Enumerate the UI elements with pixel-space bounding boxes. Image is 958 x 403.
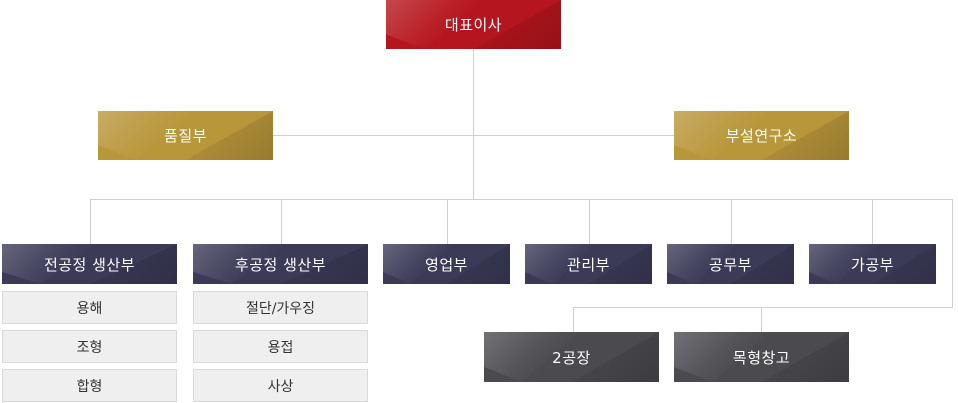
research-institute-label: 부설연구소 — [725, 127, 798, 145]
sub-unit-box: 용해 — [2, 291, 177, 324]
quality-dept-label: 품질부 — [164, 127, 207, 145]
connector-line — [272, 135, 674, 136]
connector-line — [589, 199, 590, 244]
research-institute-box: 부설연구소 — [674, 111, 849, 160]
engineering-dept-box: 공무부 — [667, 244, 794, 284]
connector-line — [731, 199, 732, 244]
connector-line — [952, 199, 953, 308]
sub-unit-box: 사상 — [193, 369, 368, 402]
processing-unit-label: 목형창고 — [732, 348, 791, 367]
connector-line — [872, 199, 873, 244]
ceo-box: 대표이사 — [386, 0, 561, 49]
connector-line — [90, 199, 91, 244]
connector-line — [873, 199, 953, 200]
front-process-production-box: 전공정 생산부 — [2, 244, 177, 284]
processing-dept-box: 가공부 — [809, 244, 936, 284]
department-label: 관리부 — [567, 255, 610, 274]
pattern-warehouse-box: 목형창고 — [674, 332, 849, 382]
connector-line — [473, 49, 474, 199]
sub-unit-label: 용접 — [267, 339, 294, 356]
department-label: 후공정 생산부 — [234, 255, 327, 274]
department-label: 전공정 생산부 — [43, 255, 136, 274]
connector-line — [573, 307, 953, 308]
ceo-label: 대표이사 — [444, 16, 503, 34]
department-label: 가공부 — [851, 255, 894, 274]
connector-line — [761, 307, 762, 332]
sub-unit-box: 조형 — [2, 330, 177, 363]
connector-line — [447, 199, 448, 244]
department-label: 영업부 — [425, 255, 468, 274]
second-plant-box: 2공장 — [484, 332, 659, 382]
back-process-production-box: 후공정 생산부 — [193, 244, 368, 284]
sub-unit-label: 조형 — [76, 339, 103, 356]
connector-line — [90, 199, 873, 200]
sub-unit-label: 절단/가우징 — [245, 300, 316, 317]
sales-dept-box: 영업부 — [383, 244, 510, 284]
connector-line — [573, 307, 574, 332]
sub-unit-box: 합형 — [2, 369, 177, 402]
connector-line — [281, 199, 282, 244]
sub-unit-box: 절단/가우징 — [193, 291, 368, 324]
sub-unit-label: 합형 — [76, 378, 103, 395]
quality-dept-box: 품질부 — [98, 111, 273, 160]
sub-unit-label: 사상 — [267, 378, 294, 395]
department-label: 공무부 — [709, 255, 752, 274]
admin-dept-box: 관리부 — [525, 244, 652, 284]
sub-unit-box: 용접 — [193, 330, 368, 363]
sub-unit-label: 용해 — [76, 300, 103, 317]
processing-unit-label: 2공장 — [552, 348, 591, 367]
